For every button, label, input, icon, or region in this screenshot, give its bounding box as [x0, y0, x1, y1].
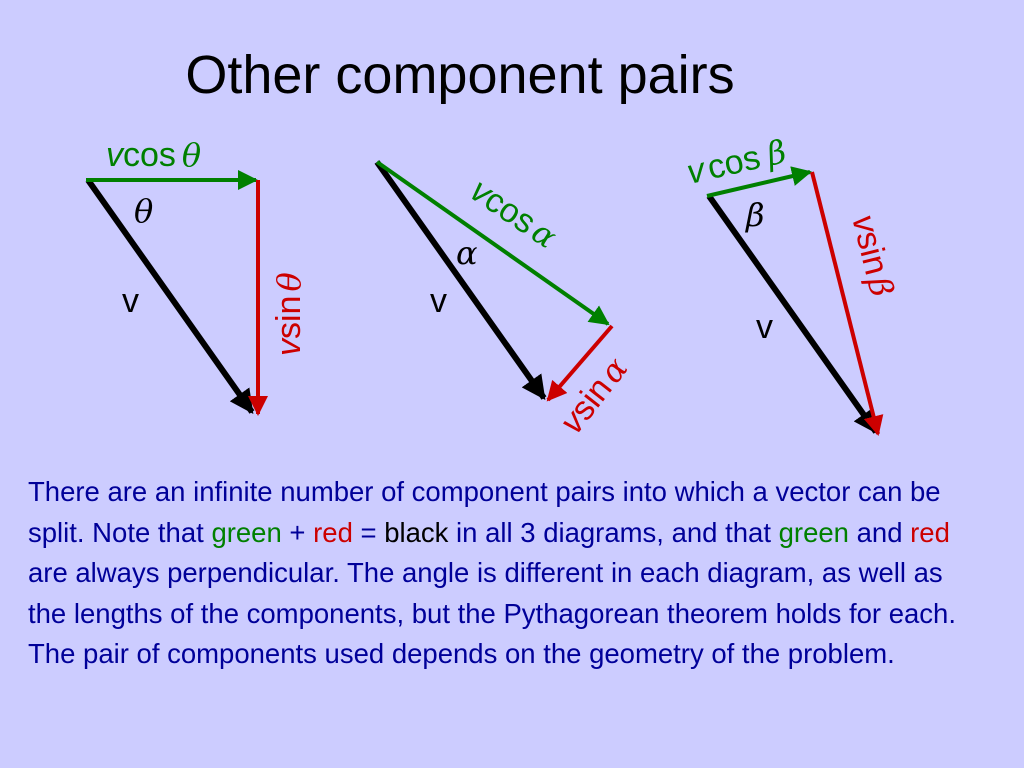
- red-component-arrow-3: [810, 171, 884, 436]
- green-component-arrow-3: [706, 166, 812, 198]
- diagram-3: vcosβ β v vsinβ: [683, 132, 901, 436]
- paragraph-text-1: There are an infinite number of componen…: [28, 476, 941, 548]
- vector-label-1: v: [122, 282, 139, 320]
- diagram-2: vcosα α v vsinα: [374, 160, 635, 441]
- slide-title: Other component pairs: [185, 45, 735, 105]
- green-component-arrow-2: [375, 160, 610, 326]
- explanation-paragraph: There are an infinite number of componen…: [28, 472, 988, 675]
- green-label-3: vcosβ: [683, 132, 789, 192]
- angle-label-2: α: [456, 234, 478, 272]
- word-red: red: [313, 516, 353, 548]
- paragraph-text-3: =: [352, 516, 385, 548]
- red-component-arrow-2: [546, 324, 614, 402]
- word-black: black: [384, 516, 449, 548]
- red-label-1: vsinθ: [270, 272, 308, 356]
- vector-v-arrow-1: [85, 178, 255, 414]
- paragraph-text-5: and: [848, 516, 911, 548]
- vector-v-arrow-3: [706, 194, 879, 434]
- green-label-2: vcosα: [464, 171, 564, 256]
- word-green-2: green: [778, 516, 849, 548]
- angle-label-3: β: [745, 196, 765, 234]
- red-label-2: vsinα: [552, 350, 635, 441]
- word-green: green: [211, 516, 282, 548]
- vector-label-2: v: [430, 282, 447, 320]
- paragraph-text-6: are always perpendicular. The angle is d…: [28, 557, 956, 669]
- angle-label-1: θ: [134, 192, 153, 230]
- paragraph-text-4: in all 3 diagrams, and that: [448, 516, 779, 548]
- red-label-3: vsinβ: [844, 211, 901, 301]
- word-red-2: red: [910, 516, 950, 548]
- paragraph-text-2: +: [281, 516, 314, 548]
- vector-label-3: v: [756, 308, 773, 346]
- vector-v-arrow-2: [374, 160, 547, 400]
